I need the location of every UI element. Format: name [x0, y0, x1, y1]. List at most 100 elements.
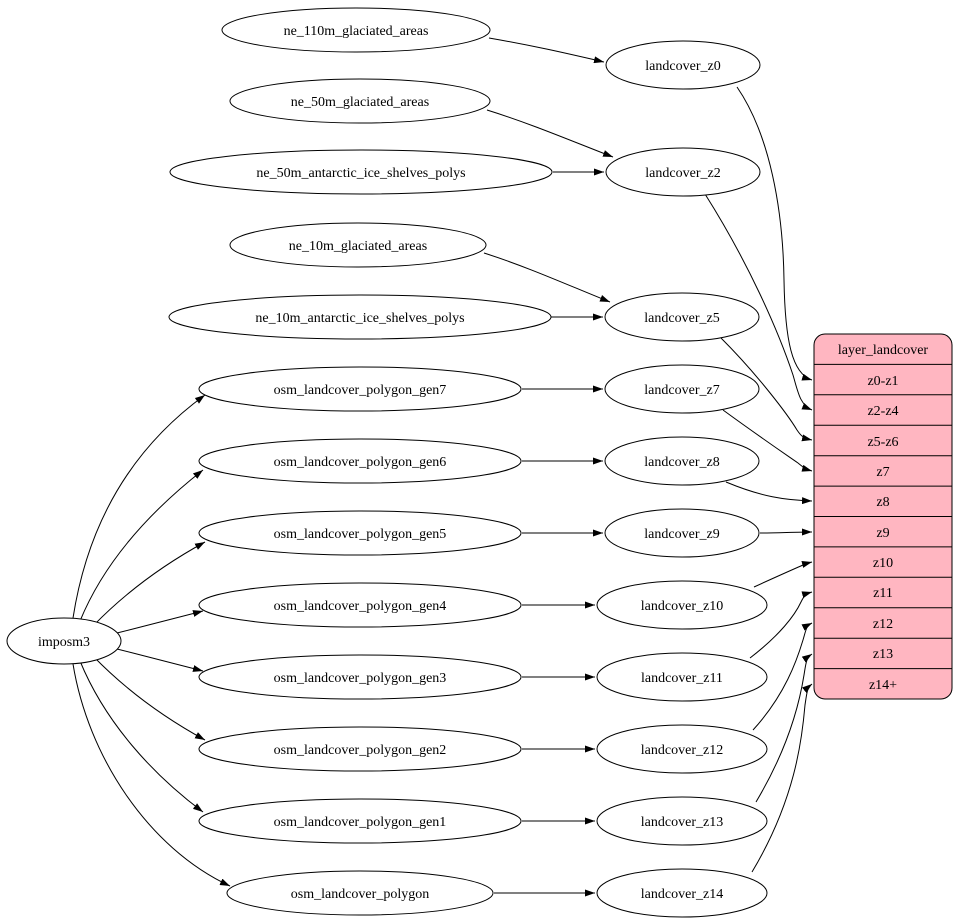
layer-landcover-title: layer_landcover [838, 343, 929, 358]
edge-imposm3-to-osm-landcover-polygon-gen7 [72, 394, 206, 619]
node-landcover-z13: landcover_z13 [596, 796, 768, 846]
node-ellipse [229, 222, 487, 268]
node-landcover-z8: landcover_z8 [604, 436, 760, 486]
node-ellipse [604, 292, 760, 342]
node-ellipse [198, 726, 522, 772]
node-ne-10m-antarctic-ice-shelves-polys: ne_10m_antarctic_ice_shelves_polys [168, 294, 552, 340]
node-osm-landcover-polygon-gen3: osm_landcover_polygon_gen3 [198, 654, 522, 700]
row-z13: z13 [873, 647, 893, 662]
node-ellipse [229, 78, 491, 124]
node-landcover-z2: landcover_z2 [605, 147, 761, 197]
node-ellipse [198, 510, 522, 556]
node-ellipse [596, 796, 768, 846]
row-z14plus: z14+ [869, 678, 897, 693]
node-landcover-z5: landcover_z5 [604, 292, 760, 342]
node-osm-landcover-polygon-gen7: osm_landcover_polygon_gen7 [198, 366, 522, 412]
row-z11: z11 [873, 586, 893, 601]
edge-ne-50m-glaciated-areas-to-landcover-z2 [486, 109, 614, 158]
node-osm-landcover-polygon-gen2: osm_landcover_polygon_gen2 [198, 726, 522, 772]
node-ellipse [604, 364, 760, 414]
node-label: ne_50m_antarctic_ice_shelves_polys [256, 166, 465, 181]
imposm3-ellipse [6, 617, 122, 665]
node-layer: imposm3 ne_110m_glaciated_areas ne_50m_g… [6, 7, 768, 918]
node-ellipse [221, 7, 491, 53]
node-label: landcover_z0 [645, 59, 720, 74]
edge-imposm3-to-osm-landcover-polygon-gen1 [79, 660, 204, 813]
node-label: osm_landcover_polygon_gen5 [274, 527, 447, 542]
node-ellipse [604, 508, 760, 558]
node-osm-landcover-polygon: osm_landcover_polygon [226, 870, 494, 916]
node-label: ne_50m_glaciated_areas [291, 95, 429, 110]
edge-landcover-z10-to-row-z10 [753, 561, 813, 588]
node-landcover-z11: landcover_z11 [596, 652, 768, 702]
node-label: osm_landcover_polygon_gen4 [274, 599, 447, 614]
node-label: osm_landcover_polygon [291, 887, 429, 902]
node-imposm3: imposm3 [6, 617, 122, 665]
imposm3-label: imposm3 [38, 635, 90, 650]
edge-landcover-z0-to-row-z0-z1 [736, 86, 813, 381]
row-z10: z10 [873, 556, 893, 571]
node-ellipse [604, 436, 760, 486]
edge-landcover-z7-to-row-z7 [722, 409, 813, 472]
node-osm-landcover-polygon-gen4: osm_landcover_polygon_gen4 [198, 582, 522, 628]
edge-landcover-z2-to-row-z2-z4 [704, 193, 813, 411]
edge-imposm3-to-osm-landcover-polygon-gen5 [92, 541, 206, 627]
edge-imposm3-to-osm-landcover-polygon [72, 663, 231, 887]
node-label: landcover_z8 [644, 455, 719, 470]
node-label: landcover_z13 [641, 815, 723, 830]
node-label: osm_landcover_polygon_gen3 [274, 671, 447, 686]
node-ellipse [596, 580, 768, 630]
node-label: landcover_z10 [641, 599, 723, 614]
row-z12: z12 [873, 617, 893, 632]
node-ne-110m-glaciated-areas: ne_110m_glaciated_areas [221, 7, 491, 53]
edge-landcover-z13-to-row-z13 [755, 653, 813, 803]
edge-imposm3-to-osm-landcover-polygon-gen4 [116, 610, 204, 634]
node-landcover-z14: landcover_z14 [596, 868, 768, 918]
node-ellipse [596, 724, 768, 774]
node-ellipse [198, 798, 522, 844]
edge-imposm3-to-osm-landcover-polygon-gen2 [92, 655, 206, 741]
node-label: ne_110m_glaciated_areas [284, 24, 429, 39]
node-landcover-z0: landcover_z0 [605, 40, 761, 90]
node-ne-50m-antarctic-ice-shelves-polys: ne_50m_antarctic_ice_shelves_polys [169, 149, 553, 195]
node-label: ne_10m_antarctic_ice_shelves_polys [255, 311, 464, 326]
node-ellipse [596, 868, 768, 918]
edge-ne-10m-glaciated-areas-to-landcover-z5 [483, 252, 611, 303]
node-label: landcover_z14 [641, 887, 723, 902]
node-label: landcover_z11 [641, 671, 723, 686]
row-z2-z4: z2-z4 [867, 404, 898, 419]
node-landcover-z9: landcover_z9 [604, 508, 760, 558]
edge-imposm3-to-osm-landcover-polygon-gen3 [116, 648, 204, 672]
node-ellipse [198, 366, 522, 412]
node-label: osm_landcover_polygon_gen1 [274, 815, 447, 830]
edge-landcover-z9-to-row-z9 [759, 528, 813, 536]
node-ne-10m-glaciated-areas: ne_10m_glaciated_areas [229, 222, 487, 268]
node-label: landcover_z2 [645, 166, 720, 181]
node-ne-50m-glaciated-areas: ne_50m_glaciated_areas [229, 78, 491, 124]
node-label: osm_landcover_polygon_gen2 [274, 743, 447, 758]
row-z5-z6: z5-z6 [867, 435, 898, 450]
row-z7: z7 [876, 465, 889, 480]
node-label: landcover_z5 [644, 311, 719, 326]
node-osm-landcover-polygon-gen1: osm_landcover_polygon_gen1 [198, 798, 522, 844]
node-ellipse [605, 147, 761, 197]
node-landcover-z10: landcover_z10 [596, 580, 768, 630]
edge-landcover-z11-to-row-z11 [749, 591, 813, 659]
node-landcover-z12: landcover_z12 [596, 724, 768, 774]
edge-landcover-z12-to-row-z12 [752, 622, 813, 731]
node-label: ne_10m_glaciated_areas [289, 239, 427, 254]
node-ellipse [169, 149, 553, 195]
node-ellipse [596, 652, 768, 702]
node-ellipse [226, 870, 494, 916]
node-label: landcover_z7 [644, 383, 719, 398]
node-label: landcover_z9 [644, 527, 719, 542]
edge-landcover-z5-to-row-z5-z6 [720, 337, 813, 442]
node-ellipse [198, 438, 522, 484]
node-ellipse [605, 40, 761, 90]
node-ellipse [198, 654, 522, 700]
edge-landcover-z8-to-row-z8 [725, 481, 813, 505]
node-label: osm_landcover_polygon_gen7 [274, 383, 447, 398]
node-landcover-z7: landcover_z7 [604, 364, 760, 414]
